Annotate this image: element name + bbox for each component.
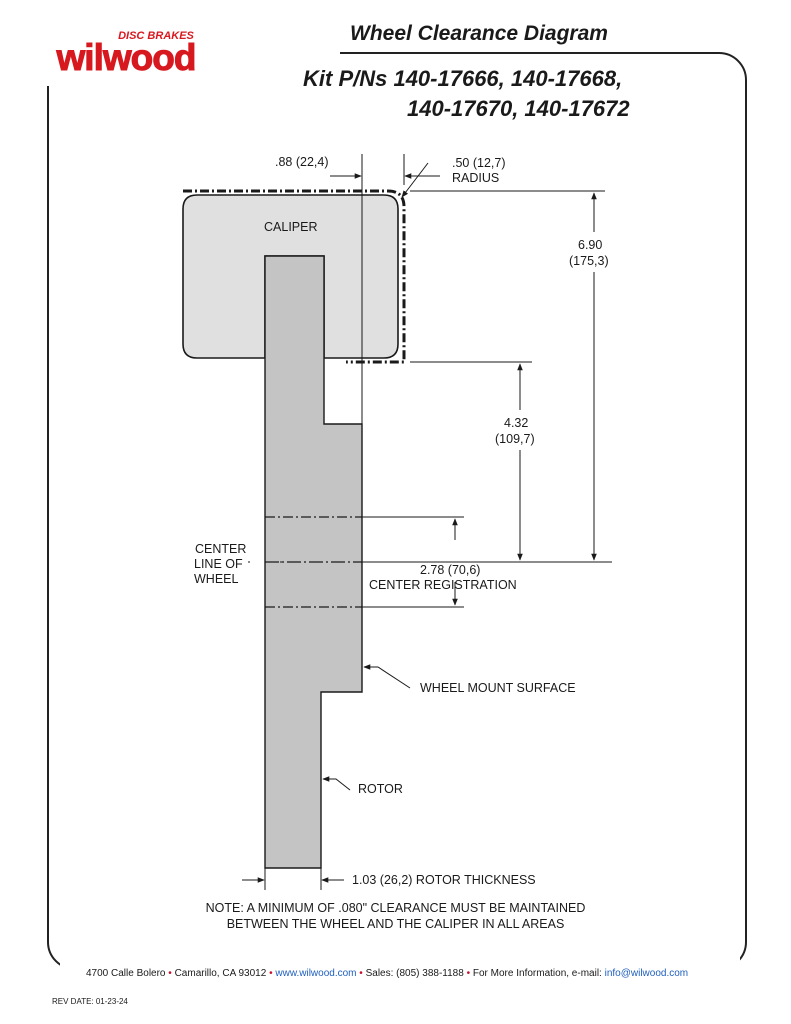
revision-date: REV DATE: 01-23-24 bbox=[52, 997, 128, 1006]
height-dimension-mm: (175,3) bbox=[569, 254, 609, 268]
center-line-label-2: LINE OF bbox=[194, 557, 243, 571]
radius-label: RADIUS bbox=[452, 171, 500, 185]
clearance-note-line1: NOTE: A MINIMUM OF .080" CLEARANCE MUST … bbox=[205, 901, 586, 915]
center-line-label-3: WHEEL bbox=[194, 572, 239, 586]
footer-separator: • bbox=[168, 968, 172, 979]
footer-address: 4700 Calle Bolero bbox=[86, 968, 166, 979]
center-registration-dimension: 2.78 (70,6) bbox=[420, 563, 481, 577]
wilwood-logo: DISC BRAKES wilwood bbox=[28, 22, 228, 87]
radius-dimension: .50 (12,7) bbox=[452, 156, 506, 170]
footer-email-link[interactable]: info@wilwood.com bbox=[604, 968, 689, 979]
footer-city: Camarillo, CA 93012 bbox=[174, 968, 267, 979]
mount-dimension-mm: (109,7) bbox=[495, 432, 535, 446]
border-gap-header bbox=[30, 30, 340, 86]
height-dimension-in: 6.90 bbox=[578, 238, 603, 252]
svg-text:DISC BRAKES: DISC BRAKES bbox=[118, 30, 194, 42]
wheel-mount-surface-label: WHEEL MOUNT SURFACE bbox=[420, 681, 576, 695]
offset-dimension: .88 (22,4) bbox=[275, 155, 329, 169]
footer-separator: • bbox=[359, 968, 363, 979]
caliper-label: CALIPER bbox=[264, 220, 318, 234]
footer-separator: • bbox=[269, 968, 273, 979]
center-registration-label: CENTER REGISTRATION bbox=[369, 578, 517, 592]
clearance-note-line2: BETWEEN THE WHEEL AND THE CALIPER IN ALL… bbox=[226, 917, 565, 931]
wilwood-logo-graphic: DISC BRAKES wilwood bbox=[55, 30, 197, 79]
footer-website-link[interactable]: www.wilwood.com bbox=[275, 968, 357, 979]
footer-info-prefix: For More Information, e-mail: bbox=[472, 968, 602, 979]
footer-separator: • bbox=[466, 968, 471, 979]
kit-part-numbers-line1: Kit P/Ns 140-17666, 140-17668, bbox=[303, 66, 623, 91]
page-title: Wheel Clearance Diagram bbox=[350, 22, 608, 45]
rotor-thickness-dimension: 1.03 (26,2) ROTOR THICKNESS bbox=[352, 873, 536, 887]
kit-part-numbers-line2: 140-17670, 140-17672 bbox=[407, 96, 630, 121]
wheel-clearance-profile bbox=[183, 189, 406, 364]
footer-contact: 4700 Calle Bolero • Camarillo, CA 93012 … bbox=[86, 968, 688, 979]
svg-text:wilwood: wilwood bbox=[56, 37, 196, 78]
center-line-label-1: CENTER bbox=[195, 542, 247, 556]
border-gap-footer bbox=[60, 955, 740, 985]
footer-sales: Sales: (805) 388-1188 bbox=[365, 968, 464, 979]
mount-dimension-in: 4.32 bbox=[504, 416, 529, 430]
rotor-label: ROTOR bbox=[358, 782, 403, 796]
